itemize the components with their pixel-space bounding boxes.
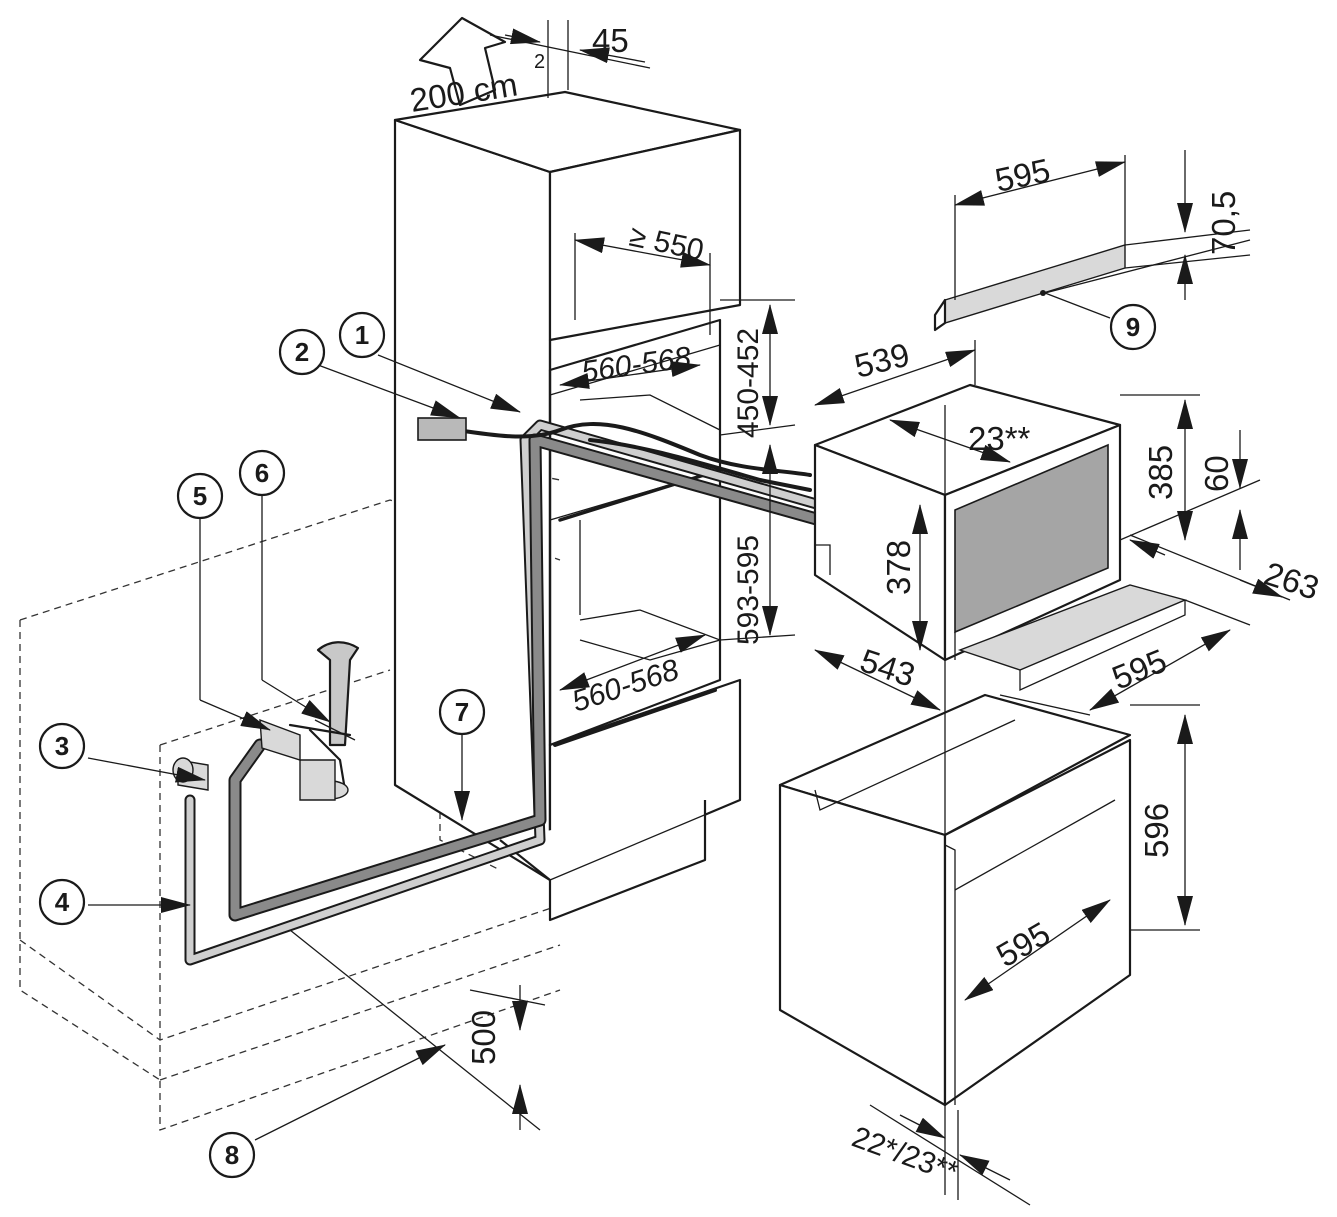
lower-appliance-height-label: 596 (1138, 803, 1175, 858)
callout-9: 9 (1109, 303, 1157, 351)
siphon (259, 641, 360, 801)
upper-depth-label: 539 (851, 336, 913, 385)
callout-8: 8 (208, 1131, 256, 1179)
upper-height-label-385: 385 (1142, 445, 1179, 500)
tall-housing-unit (393, 90, 742, 922)
upper-inner-depth-label: 23** (968, 420, 1031, 457)
drawer-depth-label: 263 (1260, 554, 1324, 606)
callout-4: 4 (38, 878, 86, 926)
callout-1-label: 1 (355, 320, 369, 350)
callout-3-label: 3 (55, 731, 69, 761)
upper-body-height-label: 378 (880, 540, 917, 595)
callout-6: 6 (238, 449, 286, 497)
callout-3: 3 (38, 722, 86, 770)
callout-7-label: 7 (455, 697, 469, 727)
callout-7: 7 (438, 688, 486, 736)
callout-2: 2 (278, 328, 326, 376)
callout-9-label: 9 (1126, 312, 1140, 342)
upper-height-label: 450-452 (732, 328, 765, 438)
bar-width-label: 595 (992, 151, 1054, 199)
upper-depth2-label: 543 (856, 641, 920, 693)
dimension-lines (87, 20, 1291, 1206)
upper-offset-label: 60 (1198, 455, 1235, 492)
callout-5-label: 5 (193, 481, 207, 511)
bar-height-label: 70,5 (1205, 191, 1242, 255)
vent-gap-label: 45 (592, 22, 629, 59)
bar-component (933, 244, 1126, 332)
water-tap (172, 757, 209, 791)
power-cable (418, 422, 812, 492)
callout-2-label: 2 (295, 337, 309, 367)
lower-depth-label: 500 (465, 1010, 502, 1065)
callout-5: 5 (176, 472, 224, 520)
lower-height-label: 593-595 (732, 535, 765, 645)
callout-8-label: 8 (225, 1140, 239, 1170)
callout-4-label: 4 (55, 887, 70, 917)
upper-width-label: 560-568 (579, 341, 693, 389)
drain-hose (228, 433, 827, 922)
vent-area-exponent: 2 (534, 51, 545, 73)
junction-box (417, 417, 467, 441)
callout-1: 1 (338, 311, 386, 359)
callout-6-label: 6 (255, 458, 269, 488)
upper-width-595-label: 595 (1107, 642, 1172, 697)
lower-appliance (778, 693, 1132, 1107)
ventilation-arrow (418, 16, 507, 107)
